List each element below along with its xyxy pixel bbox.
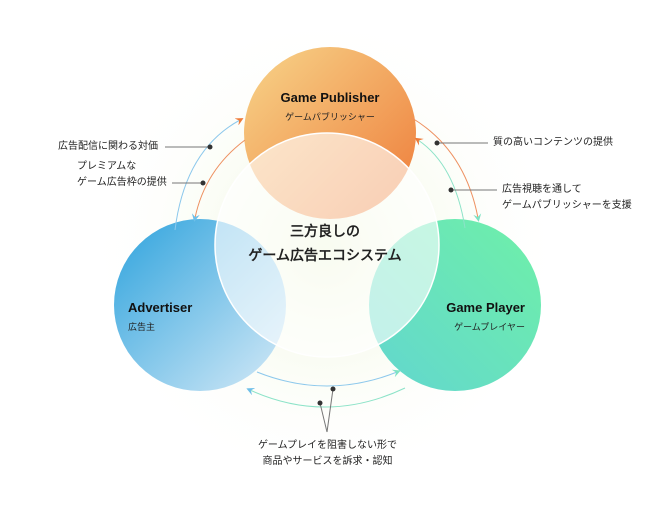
arrow-advertiser-to-publisher	[174, 118, 244, 231]
publisher-subtitle: ゲームパブリッシャー	[285, 113, 375, 123]
center-circle	[214, 132, 440, 358]
center-title: 三方良しの ゲーム広告エコシステム	[225, 220, 425, 268]
arrow-player-to-publisher	[414, 137, 466, 229]
center-title-line2: ゲーム広告エコシステム	[248, 248, 402, 264]
callout-premium-line1: プレミアムな	[77, 161, 137, 172]
center-title-line1: 三方良しの	[290, 224, 360, 240]
arrow-publisher-to-player	[411, 117, 482, 222]
arrow-advertiser-to-player	[256, 369, 401, 387]
player-title: Game Player	[446, 300, 525, 315]
advertiser-title: Advertiser	[128, 300, 193, 315]
callout-bottom: ゲームプレイを阻害しない形で 商品やサービスを訴求・認知	[225, 438, 430, 470]
callout-support-line2: ゲームパブリッシャーを支援	[502, 200, 632, 211]
arrow-player-to-advertiser	[246, 387, 406, 408]
callout-premium-line2: ゲーム広告枠の提供	[77, 177, 167, 188]
publisher-title: Game Publisher	[280, 90, 380, 105]
callout-ad-fee: 広告配信に関わる対価	[58, 141, 158, 152]
callout-lines	[165, 140, 497, 433]
callout-support: 広告視聴を通して ゲームパブリッシャーを支援	[502, 182, 632, 214]
callout-support-line1: 広告視聴を通して	[502, 184, 582, 195]
advertiser-subtitle: 広告主	[128, 323, 156, 333]
callout-content: 質の高いコンテンツの提供	[493, 137, 613, 148]
callout-premium: プレミアムな ゲーム広告枠の提供	[77, 159, 167, 191]
arrow-publisher-to-advertiser	[191, 139, 246, 222]
callout-bottom-line2: 商品やサービスを訴求・認知	[262, 456, 393, 467]
callout-bottom-line1: ゲームプレイを阻害しない形で	[257, 440, 398, 451]
player-subtitle: ゲームプレイヤー	[454, 323, 525, 333]
